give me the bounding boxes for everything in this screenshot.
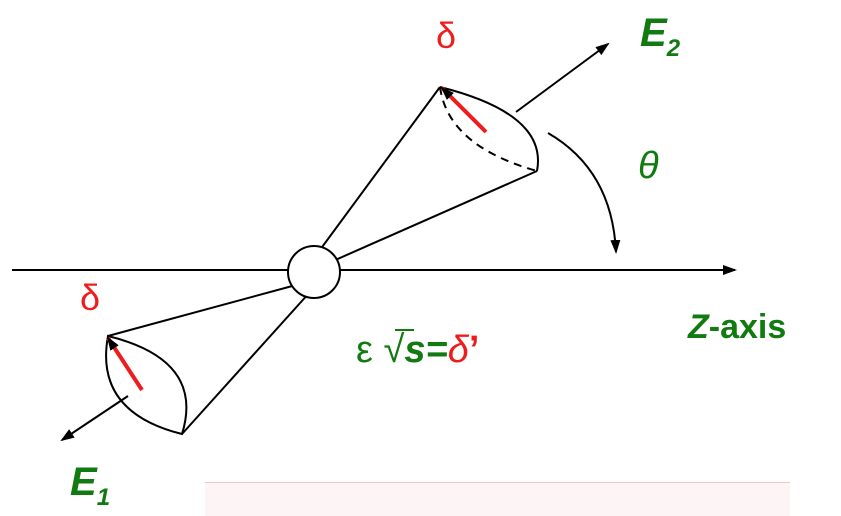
e1-label: E1 bbox=[70, 460, 110, 511]
lower-cone-top-edge bbox=[107, 284, 297, 337]
upper-cone-left-edge bbox=[313, 86, 441, 259]
delta-arrow-lower bbox=[106, 336, 144, 392]
formula-s: s bbox=[404, 329, 425, 371]
e1-label-sub: 1 bbox=[97, 484, 110, 511]
delta-label-left: δ bbox=[80, 277, 100, 318]
formula-epsilon: ε bbox=[356, 329, 384, 371]
e2-label-sub: 2 bbox=[666, 35, 681, 62]
upper-cone-rim-front bbox=[439, 86, 539, 172]
z-axis-label-var: Z bbox=[687, 308, 710, 346]
interaction-vertex bbox=[287, 245, 341, 299]
delta-label-top: δ bbox=[436, 15, 456, 56]
e2-arrow bbox=[515, 42, 610, 113]
lower-cone-rim bbox=[105, 334, 188, 436]
e2-label-main: E bbox=[640, 11, 668, 55]
e2-label: E2 bbox=[640, 11, 681, 62]
e1-arrow bbox=[60, 395, 129, 442]
theta-label: θ bbox=[638, 145, 659, 187]
formula-label: ε √s=δ’ bbox=[356, 329, 479, 371]
z-axis-label-suffix: -axis bbox=[709, 308, 787, 346]
e1-label-main: E bbox=[70, 460, 98, 504]
formula-sqrt: √ bbox=[384, 329, 405, 371]
formula-equals: = bbox=[426, 329, 448, 371]
formula-delta: δ bbox=[448, 329, 470, 371]
footer-band bbox=[205, 482, 790, 516]
theta-rotation-arrow bbox=[547, 132, 621, 254]
formula-prime: ’ bbox=[469, 329, 480, 371]
upper-cone-right-edge bbox=[323, 170, 538, 266]
upper-cone-rim-back-dashed bbox=[439, 86, 538, 172]
delta-arrow-upper bbox=[440, 86, 488, 134]
lower-cone-bottom-edge bbox=[181, 291, 311, 435]
z-axis-label: Z-axis bbox=[687, 308, 786, 346]
